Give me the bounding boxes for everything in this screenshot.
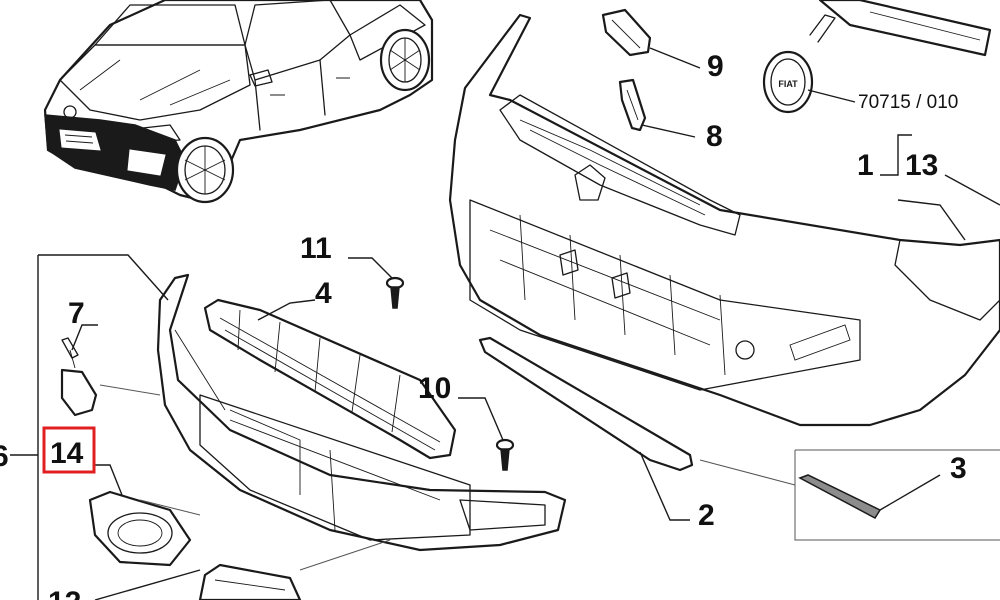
fog-lamp	[60, 337, 98, 417]
callout-13: 13	[905, 149, 938, 182]
callout-1: 1	[857, 149, 874, 182]
lower-bumper-cover	[156, 273, 567, 552]
leader-lines	[10, 47, 1000, 600]
emblem-lettering: FIAT	[778, 79, 798, 89]
seal-strip	[798, 474, 882, 519]
callout-14: 14	[50, 437, 84, 470]
callout-7: 7	[68, 297, 85, 330]
clip-9	[601, 8, 652, 57]
lower-grille-insert	[198, 563, 302, 600]
reference-code: 70715 / 010	[858, 92, 958, 113]
bumper-shell	[448, 13, 1000, 427]
callout-10: 10	[418, 372, 451, 405]
callout-4: 4	[315, 277, 332, 310]
screw-11	[385, 276, 405, 309]
fog-light-cover	[88, 490, 192, 567]
highlight-box	[42, 426, 96, 474]
callout-8: 8	[706, 120, 723, 153]
callout-11: 11	[300, 232, 332, 265]
callout-2: 2	[698, 499, 715, 532]
callout-3: 3	[950, 452, 967, 485]
clip-8	[618, 78, 647, 132]
screw-10	[495, 438, 515, 471]
callout-9: 9	[707, 50, 724, 83]
car-illustration	[43, 0, 434, 204]
emblem: FIAT	[762, 0, 992, 114]
grille	[203, 298, 457, 460]
callout-6: 6	[0, 440, 9, 473]
callout-12: 12	[48, 586, 81, 600]
lower-strip	[478, 336, 694, 472]
